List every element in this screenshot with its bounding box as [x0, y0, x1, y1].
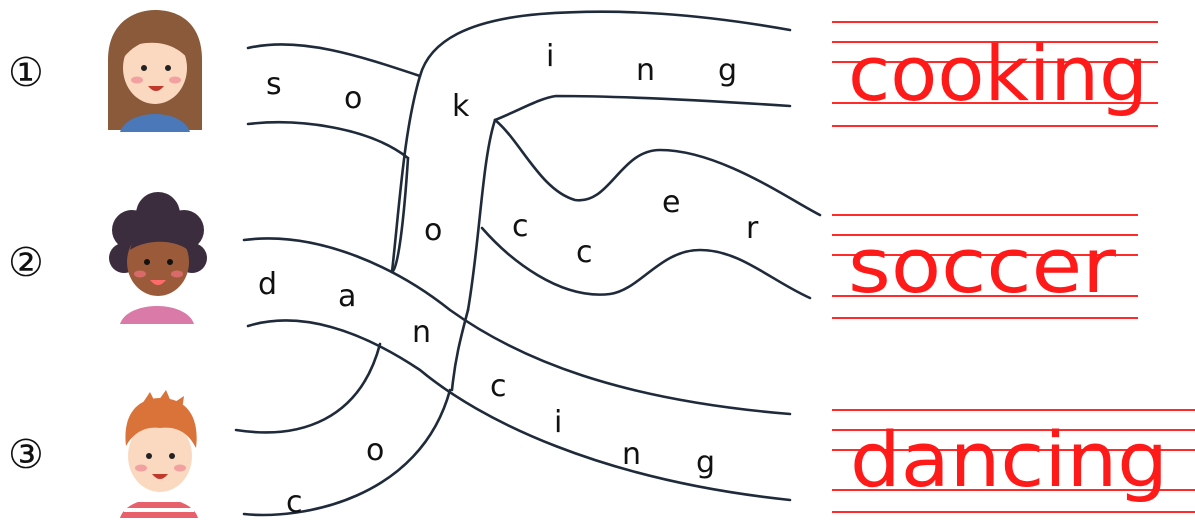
letter: a: [338, 279, 356, 314]
letter: o: [366, 433, 384, 468]
maze-paths: [234, 10, 822, 517]
letter: c: [490, 369, 507, 404]
letters-path-1: s o k i n g: [266, 39, 737, 124]
letter: g: [696, 445, 715, 480]
answer-text-3: dancing: [850, 415, 1168, 504]
girl-long-brown-hair-icon: [108, 10, 202, 132]
answer-lines-2: [832, 214, 1138, 319]
boy-orange-hair-icon: [120, 390, 198, 518]
row-number-1: ①: [8, 50, 44, 96]
letter: i: [546, 39, 554, 74]
row-number-2: ②: [8, 240, 44, 286]
answer-text-2: soccer: [848, 221, 1117, 310]
letter: d: [258, 267, 277, 302]
letters-path-2: o c c e r: [424, 185, 759, 270]
letter: n: [636, 53, 655, 88]
letter: i: [554, 405, 562, 440]
letter: s: [266, 67, 282, 102]
letters-path-3: d a n c i n g c o: [258, 267, 715, 520]
letter: o: [344, 81, 362, 116]
letter: n: [412, 315, 431, 350]
row-number-3: ③: [8, 432, 44, 478]
letter: c: [286, 485, 303, 520]
answer-text-1: cooking: [848, 29, 1148, 118]
answer-lines-3: [832, 409, 1195, 513]
letter: c: [576, 235, 593, 270]
letter: o: [424, 213, 442, 248]
girl-dark-curly-hair-icon: [109, 192, 207, 324]
letter: c: [512, 209, 529, 244]
letter: r: [746, 211, 759, 246]
letter: e: [662, 185, 680, 220]
answer-lines-1: [832, 21, 1158, 127]
letter: n: [622, 437, 641, 472]
letter: g: [718, 53, 737, 88]
letter: k: [452, 89, 470, 124]
